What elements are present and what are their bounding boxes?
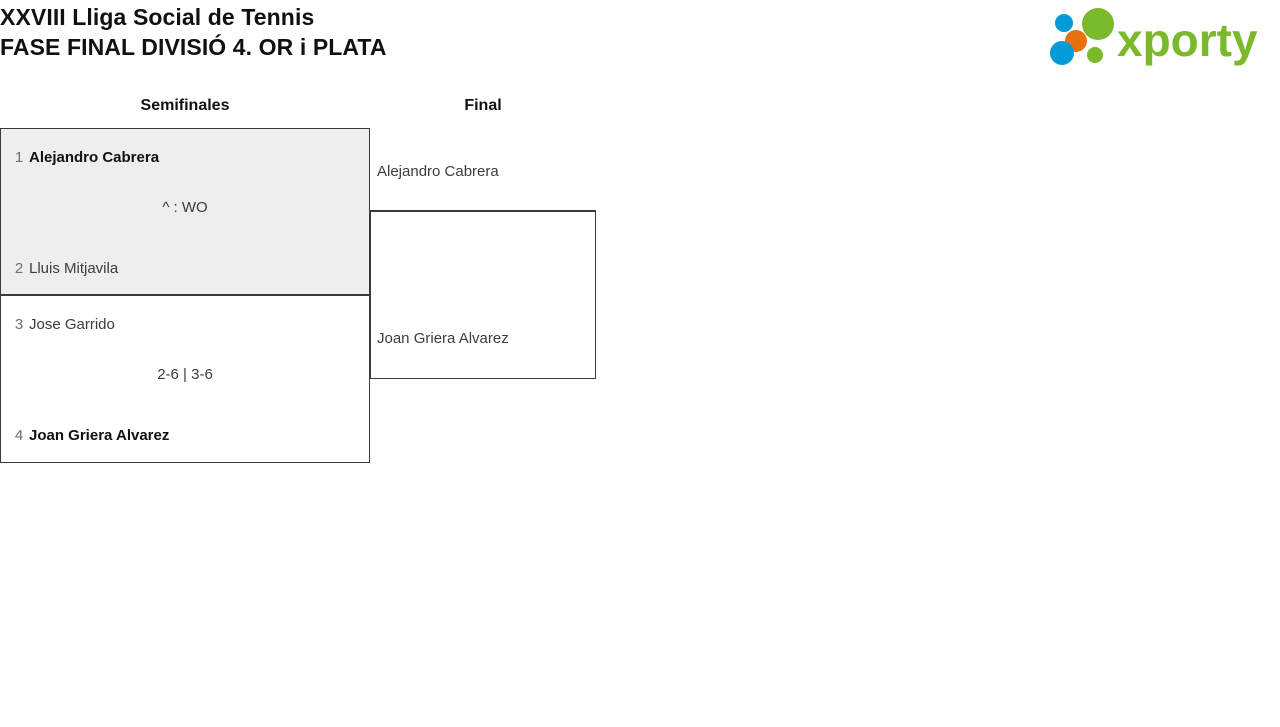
- match-slot-player[interactable]: 4 Joan Griera Alvarez: [1, 421, 369, 449]
- logo-dot-blue-large: [1050, 41, 1074, 65]
- match-score: ^ : WO: [162, 199, 208, 216]
- match-slot-player[interactable]: 3 Jose Garrido: [1, 310, 369, 338]
- seed-number: 4: [14, 426, 24, 444]
- match-score: 2-6 | 3-6: [157, 366, 213, 383]
- match-slot-player[interactable]: 2 Lluis Mitjavila: [1, 254, 369, 282]
- logo-dot-blue-small: [1055, 14, 1073, 32]
- bracket-connector-bottom: [370, 378, 596, 379]
- match-final[interactable]: Alejandro Cabrera Joan Griera Alvarez: [370, 163, 596, 379]
- seed-number: 3: [14, 315, 24, 333]
- final-slot-player[interactable]: Alejandro Cabrera: [377, 158, 499, 184]
- logo-wordmark: xporty: [1117, 14, 1258, 66]
- player-name: Joan Griera Alvarez: [377, 329, 509, 347]
- title-line-2: FASE FINAL DIVISIÓ 4. OR i PLATA: [0, 34, 387, 60]
- player-name: Alejandro Cabrera: [377, 162, 499, 180]
- xporty-logo[interactable]: xporty: [1046, 8, 1274, 68]
- player-name: Alejandro Cabrera: [29, 148, 160, 166]
- logo-dot-green-small: [1087, 47, 1103, 63]
- player-name: Joan Griera Alvarez: [29, 426, 170, 444]
- round-header-semifinales: Semifinales: [140, 97, 230, 114]
- bracket-connector-top: [370, 210, 596, 211]
- player-name: Jose Garrido: [29, 315, 115, 333]
- player-name: Lluis Mitjavila: [29, 259, 119, 277]
- match-slot-player[interactable]: 1 Alejandro Cabrera: [1, 143, 369, 171]
- match-semifinal-2[interactable]: 3 Jose Garrido 2-6 | 3-6 4 Joan Griera A…: [0, 295, 370, 463]
- match-semifinal-1[interactable]: 1 Alejandro Cabrera ^ : WO 2 Lluis Mitja…: [0, 128, 370, 295]
- page-header: XXVIII Lliga Social de Tennis FASE FINAL…: [0, 0, 1280, 88]
- page-title: XXVIII Lliga Social de Tennis FASE FINAL…: [0, 2, 387, 62]
- xporty-logo-svg: xporty: [1050, 8, 1258, 66]
- title-line-1: XXVIII Lliga Social de Tennis: [0, 4, 315, 30]
- seed-number: 2: [14, 259, 24, 277]
- final-slot-player[interactable]: Joan Griera Alvarez: [377, 325, 509, 351]
- seed-number: 1: [14, 148, 24, 166]
- round-header-final: Final: [464, 97, 502, 114]
- logo-dot-green-large: [1082, 8, 1114, 40]
